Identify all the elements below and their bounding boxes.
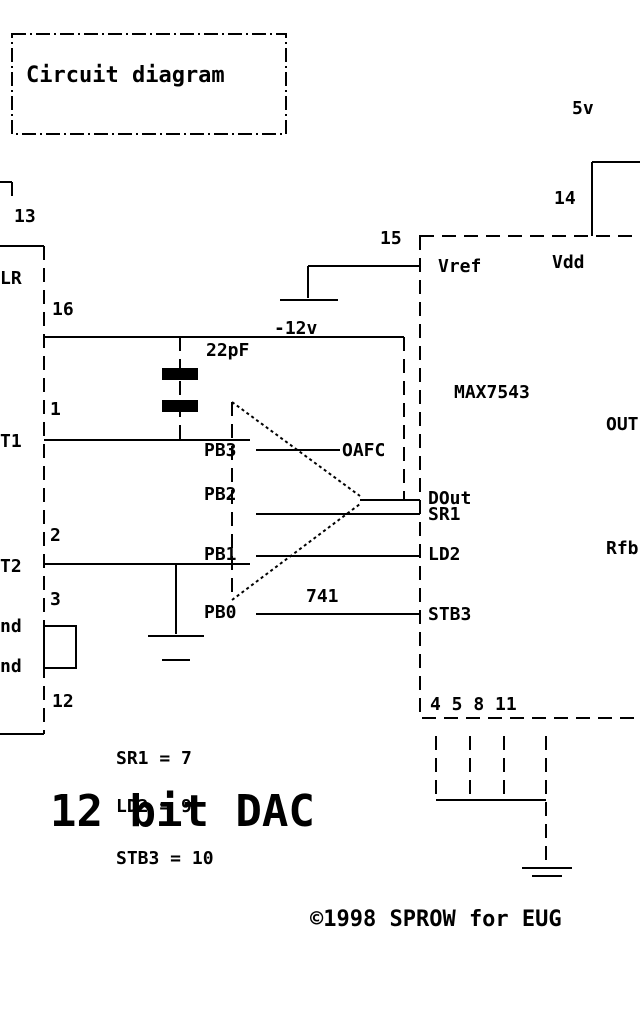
- capacitor-plate-bottom: [162, 400, 198, 412]
- out-label: OUT: [606, 414, 639, 435]
- gnd-label-1: nd: [0, 616, 22, 637]
- pin-2-label: 2: [50, 525, 61, 546]
- dac-title: 12 bit DAC: [50, 786, 315, 837]
- pin-3-label: 3: [50, 589, 61, 610]
- bottom-pins-label: 4 5 8 11: [430, 694, 517, 715]
- pin-12-label: 12: [52, 691, 74, 712]
- stb3-pin-label: STB3: [428, 604, 471, 625]
- pb1-label: PB1: [204, 544, 237, 565]
- capacitor-plate-top: [162, 368, 198, 380]
- pb2-label: PB2: [204, 484, 237, 505]
- pin-14-label: 14: [554, 188, 576, 209]
- oafc-label: OAFC: [342, 440, 385, 461]
- opamp-label: 741: [306, 586, 339, 607]
- ld2-equation: LD2 = 9: [116, 796, 192, 817]
- stb3-equation: STB3 = 10: [116, 848, 214, 869]
- dac-chip: [419, 235, 640, 719]
- neg12-label: -12v: [274, 318, 318, 339]
- vref-label: Vref: [438, 256, 481, 277]
- vdd-supply-label: 5v: [572, 98, 594, 119]
- vdd-label: Vdd: [552, 252, 585, 273]
- t2-label: T2: [0, 556, 22, 577]
- pin-13-label: 13: [14, 206, 36, 227]
- rfb-label: Rfb: [606, 538, 639, 559]
- clk-label: LR: [0, 268, 22, 289]
- capacitor-label: 22pF: [206, 340, 249, 361]
- pb0-label: PB0: [204, 602, 237, 623]
- pin-15-label: 15: [380, 228, 402, 249]
- wiring: [44, 161, 640, 877]
- gnd-label-2: nd: [0, 656, 22, 677]
- copyright-text: ©1998 SPROW for EUG: [310, 907, 562, 932]
- pin-16-label: 16: [52, 299, 74, 320]
- dout-label: DOut: [428, 488, 471, 509]
- ld2-pin-label: LD2: [428, 544, 461, 565]
- sr1-equation: SR1 = 7: [116, 748, 192, 769]
- diagram-title: Circuit diagram: [26, 63, 225, 88]
- pb3-label: PB3: [204, 440, 237, 461]
- sr1-pin-label: SR1: [428, 504, 461, 525]
- t1-label: T1: [0, 431, 22, 452]
- pin-1-label: 1: [50, 399, 61, 420]
- left-connector: [0, 181, 77, 735]
- title-box: Circuit diagram: [11, 33, 287, 135]
- chip-name: MAX7543: [454, 382, 530, 403]
